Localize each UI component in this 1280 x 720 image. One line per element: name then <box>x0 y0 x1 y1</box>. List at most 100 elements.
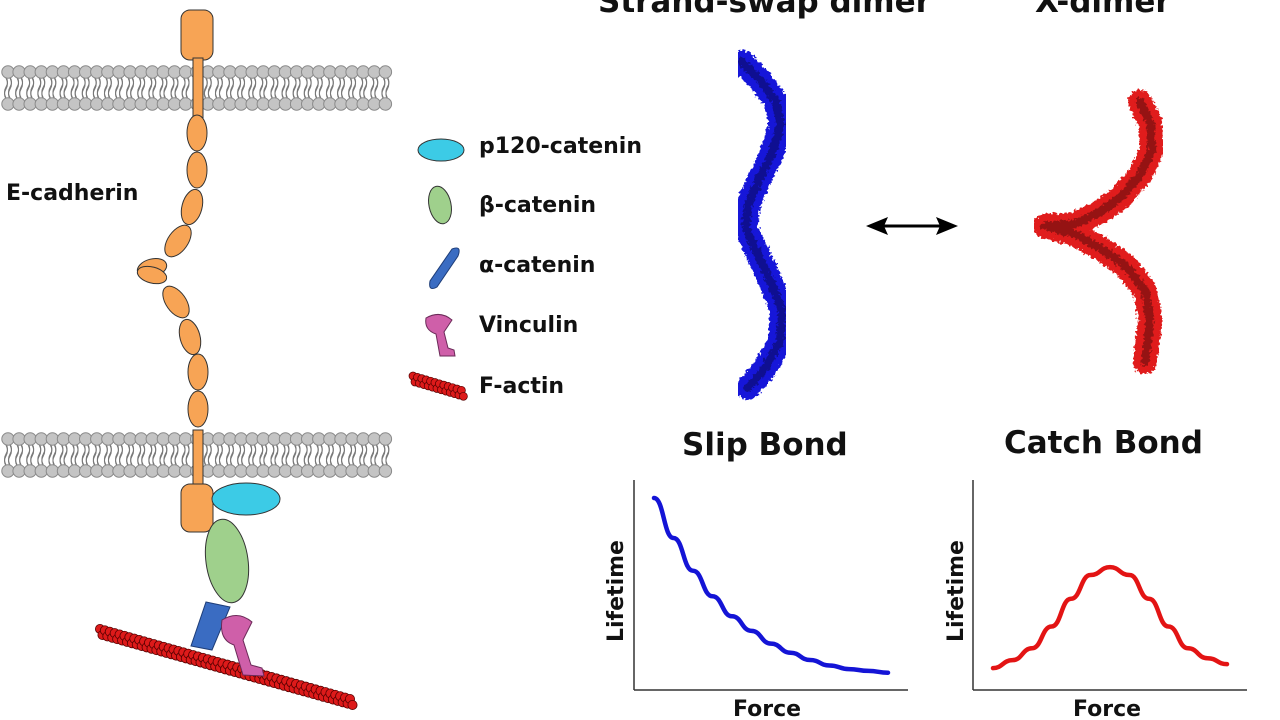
lipid-head <box>1 432 15 446</box>
actin-bead <box>459 391 468 401</box>
protein-structures <box>730 50 1164 400</box>
alpha-catenin-shape <box>190 601 231 651</box>
lipid-head <box>223 464 237 478</box>
lipid-head <box>156 432 171 446</box>
lipid-tail <box>159 443 164 466</box>
lipid-head <box>278 65 293 79</box>
lipid-head <box>356 464 370 478</box>
lipid-head <box>34 432 48 446</box>
lipid-tail <box>318 76 323 99</box>
lipid-head <box>23 464 37 478</box>
lipid-tail <box>203 443 208 466</box>
lipid-head <box>167 97 182 111</box>
lipid-tail <box>170 76 175 99</box>
lipid-tail <box>70 76 75 99</box>
lipid-head <box>156 97 171 111</box>
lipid-tail <box>314 76 319 99</box>
lipid-head <box>145 464 160 478</box>
lipid-tail <box>185 443 190 466</box>
lipid-tail <box>163 76 168 99</box>
lipid-tail <box>126 443 131 466</box>
lipid-tail <box>348 443 353 466</box>
lipid-head <box>56 464 71 478</box>
lipid-tail <box>252 443 257 466</box>
lipid-head <box>312 464 326 478</box>
lipid-head <box>234 65 248 79</box>
cadherin-cytoplasmic-domain <box>180 483 214 533</box>
lipid-head <box>212 432 226 446</box>
cell-membrane-bottom <box>1 432 393 478</box>
legend-label-alpha: α-catenin <box>479 253 596 278</box>
lipid-tail <box>318 443 323 466</box>
lipid-head <box>12 97 26 111</box>
lipid-head <box>90 97 104 111</box>
lipid-head <box>90 65 104 79</box>
lipid-head <box>145 432 160 446</box>
lipid-tail <box>96 76 101 99</box>
lipid-tail <box>181 443 186 466</box>
legend-label-vinculin: Vinculin <box>479 313 579 338</box>
lipid-head <box>345 464 359 478</box>
lipid-head <box>234 97 248 111</box>
lipid-tail <box>329 443 334 466</box>
lipid-tail <box>263 76 268 99</box>
lipid-tail <box>148 76 153 99</box>
lipid-head <box>123 464 137 478</box>
lipid-head <box>323 97 337 111</box>
lipid-head <box>334 65 348 79</box>
lipid-tail <box>374 76 379 99</box>
lipid-head <box>79 65 93 79</box>
lipid-tail <box>159 76 164 99</box>
strand-swap-dimer-structure-shade <box>737 57 787 393</box>
lipid-head <box>289 97 304 111</box>
lipid-tail <box>41 443 46 466</box>
lipid-head <box>256 65 270 79</box>
lipid-tail <box>285 76 290 99</box>
vinculin-shape <box>221 615 265 677</box>
lipid-head <box>367 464 381 478</box>
lipid-tail <box>148 443 153 466</box>
lipid-tail <box>141 76 146 99</box>
lipid-tail <box>70 443 75 466</box>
lipid-head <box>334 464 348 478</box>
lipid-tail <box>126 76 131 99</box>
lipid-tail <box>74 76 79 99</box>
lipid-tail <box>207 443 212 466</box>
lipid-head <box>245 65 259 79</box>
lipid-head <box>123 65 137 79</box>
lipid-head <box>256 464 270 478</box>
lipid-head <box>67 432 82 446</box>
lipid-tail <box>19 443 24 466</box>
lipid-tail <box>270 76 275 99</box>
catch-bond-title: Catch Bond <box>1004 425 1203 461</box>
lipid-head <box>356 65 370 79</box>
lipid-tail <box>325 443 330 466</box>
cadherin-tm-bottom <box>192 429 204 489</box>
lipid-tail <box>74 443 79 466</box>
lipid-tail <box>152 76 157 99</box>
lipid-tail <box>348 76 353 99</box>
lipid-tail <box>329 76 334 99</box>
lipid-tail <box>207 76 212 99</box>
lipid-head <box>156 464 171 478</box>
lipid-tail <box>296 443 301 466</box>
cadherin-top-domain <box>180 9 214 61</box>
lipid-tail <box>48 76 53 99</box>
lipid-tail <box>237 76 242 99</box>
lipid-head <box>334 97 348 111</box>
lipid-tail <box>81 76 86 99</box>
lipid-head <box>134 432 148 446</box>
lipid-tail <box>307 76 312 99</box>
lipid-head <box>23 97 37 111</box>
legend-label-factin: F-actin <box>479 374 565 399</box>
lipid-tail <box>263 443 268 466</box>
slip-y-axis-label: Lifetime <box>604 540 629 642</box>
lipid-head <box>1 65 15 79</box>
lipid-tail <box>226 443 230 466</box>
lipid-head <box>134 464 148 478</box>
ecadherin-label: E-cadherin <box>6 181 139 206</box>
ec-domain <box>186 114 208 152</box>
lipid-head <box>212 464 226 478</box>
lipid-tail <box>48 443 53 466</box>
lipid-head <box>45 97 60 111</box>
